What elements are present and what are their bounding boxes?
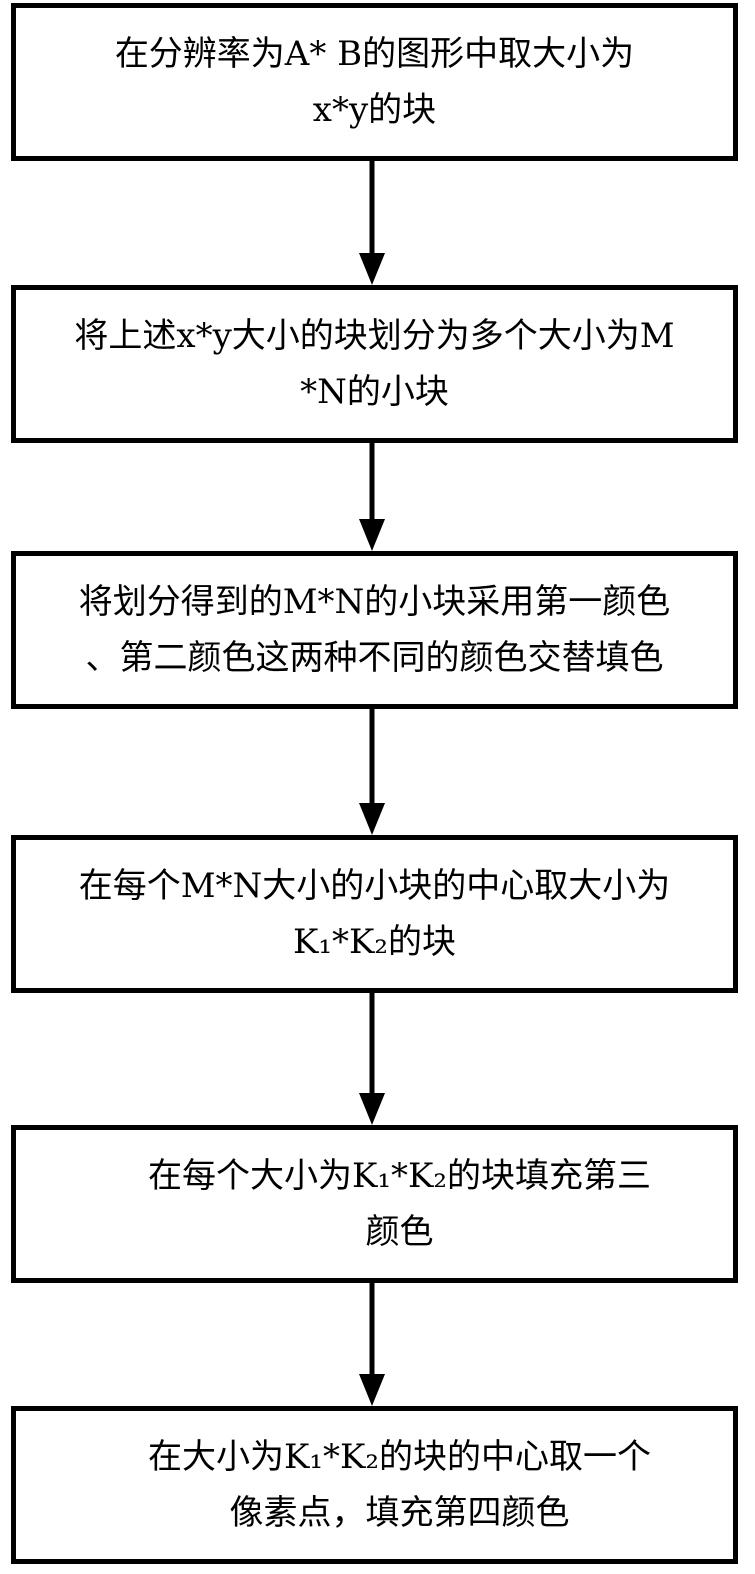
arrow-2-to-3 xyxy=(357,443,387,551)
step-text-2: 将上述x*y大小的块划分为多个大小为M *N的小块 xyxy=(50,308,700,420)
step-4-line-1: 在每个M*N大小的小块的中心取大小为 xyxy=(78,866,671,906)
step-text-6: 在大小为K₁*K₂的块的中心取一个 像素点，填充第四颜色 xyxy=(25,1429,725,1541)
arrow-5-to-6 xyxy=(357,1283,387,1406)
step-box-1: 在分辨率为A* B的图形中取大小为 x*y的块 xyxy=(11,3,738,161)
step-6-line-1: 在大小为K₁*K₂的块的中心取一个 xyxy=(147,1437,652,1477)
step-4-line-2: K₁*K₂的块 xyxy=(292,922,457,962)
step-box-6: 在大小为K₁*K₂的块的中心取一个 像素点，填充第四颜色 xyxy=(11,1406,738,1564)
step-6-line-2: 像素点，填充第四颜色 xyxy=(229,1493,570,1533)
step-2-line-1: 将上述x*y大小的块划分为多个大小为M xyxy=(74,316,675,356)
arrow-1-to-2 xyxy=(357,161,387,285)
step-box-3: 将划分得到的M*N的小块采用第一颜色 、第二颜色这两种不同的颜色交替填色 xyxy=(11,551,738,709)
step-2-line-2: *N的小块 xyxy=(300,372,449,412)
step-3-line-2: 、第二颜色这两种不同的颜色交替填色 xyxy=(85,638,664,678)
step-text-4: 在每个M*N大小的小块的中心取大小为 K₁*K₂的块 xyxy=(50,858,700,970)
step-1-line-1: 在分辨率为A* B的图形中取大小为 xyxy=(114,34,635,74)
arrow-4-to-5 xyxy=(357,993,387,1125)
step-box-5: 在每个大小为K₁*K₂的块填充第三 颜色 xyxy=(11,1125,738,1283)
step-box-2: 将上述x*y大小的块划分为多个大小为M *N的小块 xyxy=(11,285,738,443)
step-text-5: 在每个大小为K₁*K₂的块填充第三 颜色 xyxy=(25,1148,725,1260)
step-3-line-1: 将划分得到的M*N的小块采用第一颜色 xyxy=(78,582,671,622)
step-text-3: 将划分得到的M*N的小块采用第一颜色 、第二颜色这两种不同的颜色交替填色 xyxy=(25,574,725,686)
step-5-line-2: 颜色 xyxy=(365,1212,434,1252)
step-box-4: 在每个M*N大小的小块的中心取大小为 K₁*K₂的块 xyxy=(11,835,738,993)
step-text-1: 在分辨率为A* B的图形中取大小为 x*y的块 xyxy=(50,26,700,138)
step-1-line-2: x*y的块 xyxy=(312,90,437,130)
arrow-3-to-4 xyxy=(357,709,387,835)
step-5-line-1: 在每个大小为K₁*K₂的块填充第三 xyxy=(147,1156,652,1196)
